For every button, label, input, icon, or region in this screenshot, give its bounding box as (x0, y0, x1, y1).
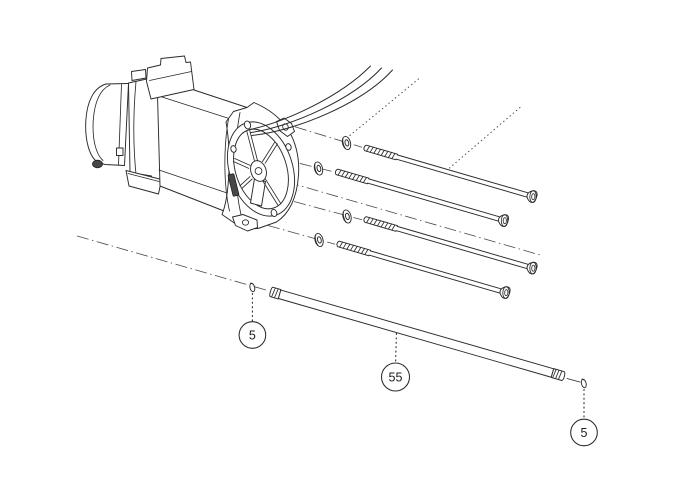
center-line-bolt-3 (293, 201, 363, 221)
through-bolt-3 (361, 212, 540, 277)
center-line-bolt-1 (294, 126, 363, 148)
washer-1 (340, 135, 353, 151)
center-line-bolt-4 (267, 225, 336, 245)
tie-rod (269, 286, 566, 381)
center-line-main-axis (286, 181, 543, 256)
flange-spokes (232, 129, 282, 206)
motor-assembly (85, 55, 300, 232)
dotted-guide-line-lower (449, 107, 521, 169)
through-bolt-2 (333, 164, 512, 229)
retaining-clip-left (248, 281, 257, 293)
construction-lines (344, 78, 521, 169)
callout-5-right: 5 (570, 418, 598, 447)
rear-cap-stud (92, 159, 103, 169)
callout-5-left: 5 (238, 321, 267, 349)
retaining-clip-right (579, 377, 588, 389)
callout-5-right-label: 5 (581, 426, 588, 440)
rod-tip-guide-line (566, 378, 581, 383)
washer-2 (312, 160, 325, 177)
washer-4 (312, 232, 326, 248)
through-bolt-1 (361, 140, 540, 205)
motor-top-bracket (146, 55, 195, 100)
motor-label (227, 173, 240, 197)
through-bolt-4 (334, 236, 513, 301)
lead-wire-1 (249, 65, 371, 130)
washer-3 (340, 208, 354, 225)
lead-wire-2 (250, 67, 382, 133)
dotted-guide-line-upper (344, 78, 419, 140)
lead-wire-3 (251, 69, 393, 136)
callout-55-label: 55 (389, 371, 403, 385)
motor-lead-wires (249, 65, 393, 136)
front-ear-bottom (232, 214, 258, 232)
motor-mounting-foot (125, 170, 162, 195)
center-line-tie-rod (76, 235, 267, 291)
leader-callout-55 (395, 332, 397, 364)
callout-55: 55 (380, 362, 411, 392)
shaft-hub (250, 160, 267, 182)
center-lines (76, 126, 543, 291)
callout-5-left-label: 5 (249, 329, 256, 343)
